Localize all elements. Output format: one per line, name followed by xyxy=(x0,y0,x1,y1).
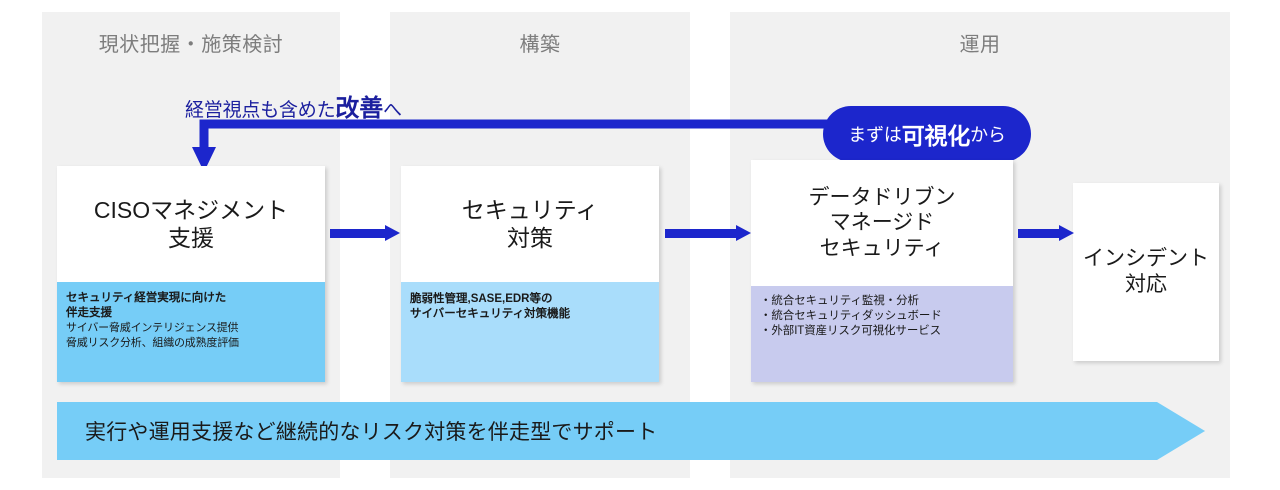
badge-emphasis: 可視化 xyxy=(901,123,971,149)
arrow-head xyxy=(385,225,400,241)
phase-title-current-assessment: 現状把握・施策検討 xyxy=(98,34,284,56)
card-ciso-management-support[interactable]: CISOマネジメント 支援 セキュリティ経営実現に向けた 伴走支援 サイバー脅威… xyxy=(57,166,325,382)
card-body: 脆弱性管理,SASE,EDR等の サイバーセキュリティ対策機能 xyxy=(401,282,659,382)
improvement-callout: 経営視点も含めた改善へ xyxy=(185,88,402,123)
improvement-callout-tail: へ xyxy=(383,100,402,121)
support-banner-text: 実行や運用支援など継続的なリスク対策を伴走型でサポート xyxy=(85,421,658,444)
improvement-callout-lead: 経営視点も含めた xyxy=(185,100,336,121)
card-title: セキュリティ 対策 xyxy=(401,166,659,282)
phase-title-operate: 運用 xyxy=(959,34,1001,56)
arrow-shaft xyxy=(665,229,737,238)
badge-tail: から xyxy=(970,125,1006,145)
card-body-strong: 脆弱性管理,SASE,EDR等の サイバーセキュリティ対策機能 xyxy=(410,293,571,321)
card-body: セキュリティ経営実現に向けた 伴走支援 サイバー脅威インテリジェンス提供 脅威リ… xyxy=(57,282,325,382)
phase-title-build: 構築 xyxy=(519,34,561,56)
right-arrow-icon xyxy=(1018,225,1074,241)
visualization-first-badge: まずは可視化から xyxy=(823,106,1031,162)
arrow-shaft xyxy=(330,229,386,238)
card-incident-response[interactable]: インシデント 対応 xyxy=(1073,183,1219,361)
card-title: CISOマネジメント 支援 xyxy=(57,166,325,282)
card-body-list: ・統合セキュリティ監視・分析 ・統合セキュリティダッシュボード ・外部IT資産リ… xyxy=(760,295,942,338)
card-title: データドリブン マネージド セキュリティ xyxy=(751,160,1013,286)
card-data-driven-managed-security[interactable]: データドリブン マネージド セキュリティ ・統合セキュリティ監視・分析 ・統合セ… xyxy=(751,160,1013,382)
card-body-plain: サイバー脅威インテリジェンス提供 脅威リスク分析、組織の成熟度評価 xyxy=(66,322,239,349)
improvement-callout-emphasis: 改善 xyxy=(335,95,384,122)
card-body: ・統合セキュリティ監視・分析 ・統合セキュリティダッシュボード ・外部IT資産リ… xyxy=(751,286,1013,382)
right-arrow-icon xyxy=(330,225,400,241)
arrow-shaft xyxy=(1018,229,1060,238)
card-title: インシデント 対応 xyxy=(1073,183,1219,361)
card-security-measures[interactable]: セキュリティ 対策 脆弱性管理,SASE,EDR等の サイバーセキュリティ対策機… xyxy=(401,166,659,382)
badge-lead: まずは xyxy=(848,125,902,145)
card-body-strong: セキュリティ経営実現に向けた 伴走支援 xyxy=(66,292,227,320)
arrow-head xyxy=(1059,225,1074,241)
support-banner: 実行や運用支援など継続的なリスク対策を伴走型でサポート xyxy=(57,402,1205,460)
right-arrow-icon xyxy=(665,225,751,241)
arrow-head xyxy=(736,225,751,241)
